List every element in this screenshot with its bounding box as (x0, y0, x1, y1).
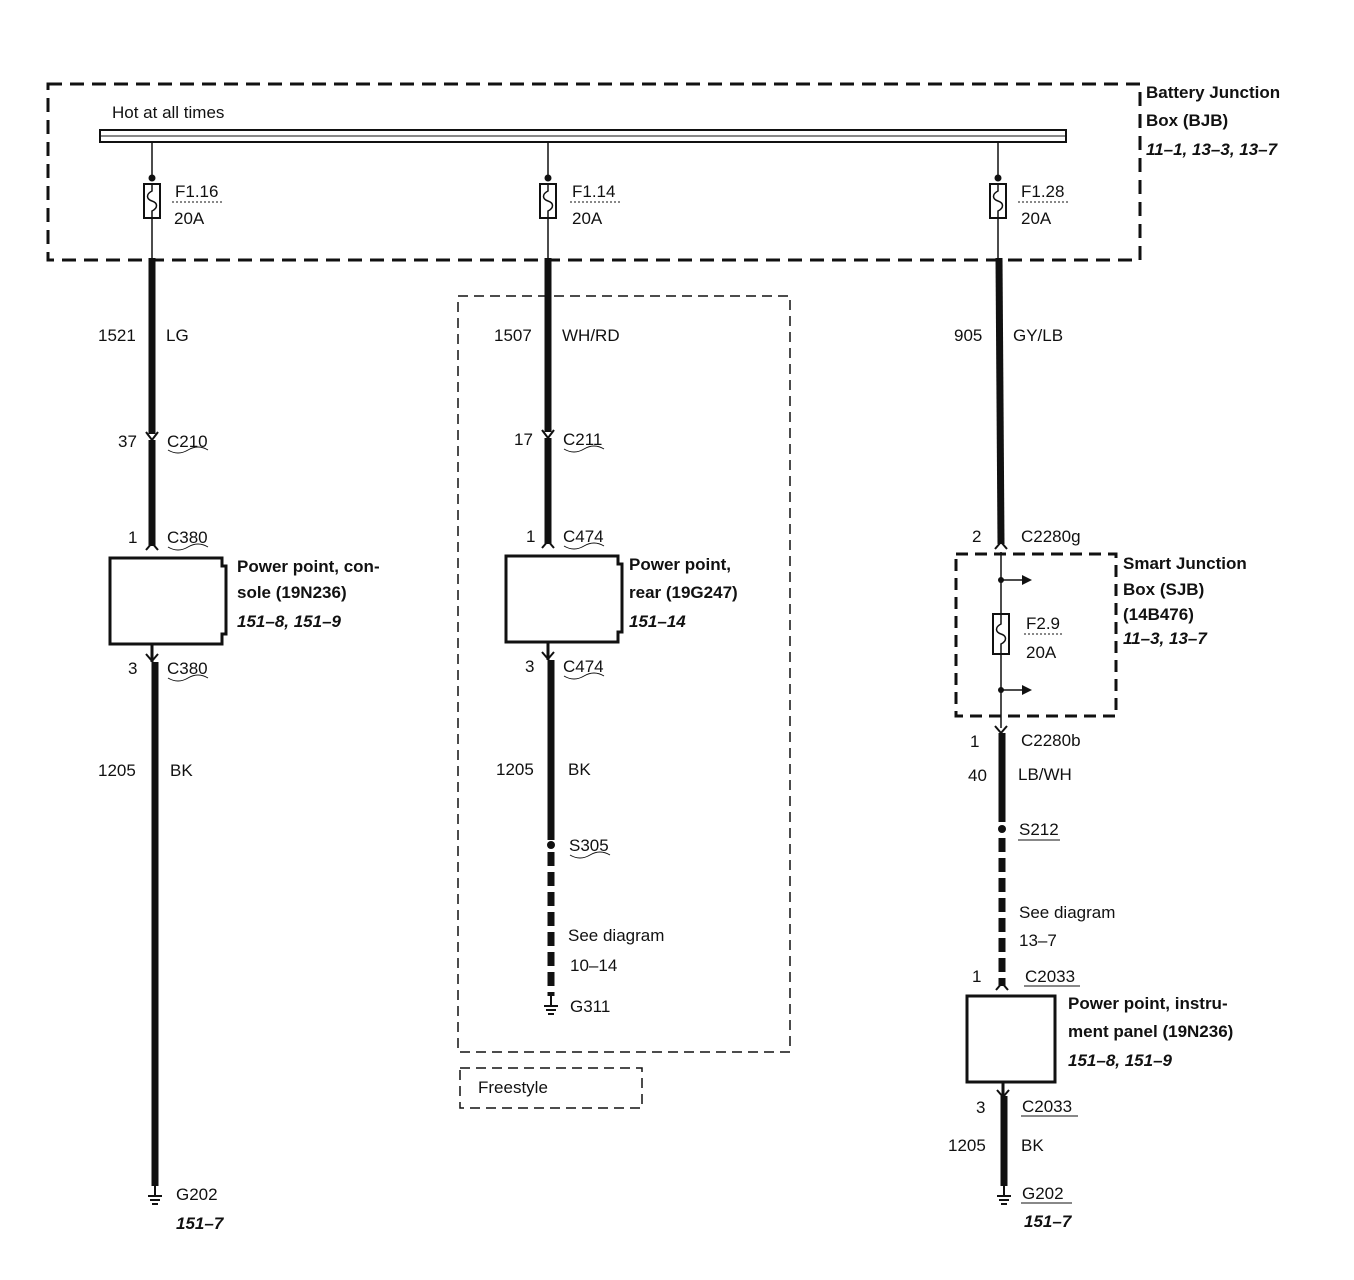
wire-number: 1205 (948, 1136, 986, 1155)
circuit-rear: Freestyle F1.14 20A 1507 WH/RD 17 C211 1… (457, 142, 791, 1109)
connector-pin: 3 (976, 1098, 985, 1117)
circuit-instrument: F1.28 20A 905 GY/LB 2 C2280g Smart Junct… (948, 142, 1247, 1231)
splice-id: S212 (1019, 820, 1059, 839)
connector-c2033-top-icon (995, 981, 1009, 991)
freestyle-label-box (459, 1067, 643, 1109)
wire-number: 40 (968, 766, 987, 785)
bjb-title-line1: Battery Junction (1146, 83, 1280, 102)
see-diagram-line2: 10–14 (570, 956, 617, 975)
sjb-branch-arrow-icon (1022, 685, 1032, 695)
fuse-id: F1.28 (1021, 182, 1064, 201)
connector-pin: 3 (128, 659, 137, 678)
device-refs: 151–8, 151–9 (1068, 1051, 1173, 1070)
sjb-branch-arrow-icon (1022, 575, 1032, 585)
sjb-title-line2: Box (SJB) (1123, 580, 1204, 599)
wire-number: 905 (954, 326, 982, 345)
connector-id: C474 (563, 527, 604, 546)
device-label-line1: Power point, (629, 555, 731, 574)
sjb-fuse-id: F2.9 (1026, 614, 1060, 633)
connector-pin: 3 (525, 657, 534, 676)
ground-id: G311 (570, 997, 610, 1016)
sjb-title-line3: (14B476) (1123, 605, 1194, 624)
connector-pin: 1 (972, 967, 981, 986)
ground-id: G202 (1022, 1184, 1064, 1203)
wire-number: 1205 (496, 760, 534, 779)
freestyle-label: Freestyle (478, 1078, 548, 1097)
wire-color: LB/WH (1018, 765, 1072, 784)
see-diagram-line1: See diagram (1019, 903, 1115, 922)
splice-id: S305 (569, 836, 609, 855)
connector-id: C380 (167, 659, 208, 678)
connector-id: C2280b (1021, 731, 1081, 750)
hot-at-all-times-label: Hot at all times (112, 103, 224, 122)
wire-color: BK (568, 760, 591, 779)
wire-number: 1521 (98, 326, 136, 345)
connector-id: C210 (167, 432, 208, 451)
device-label-line2: ment panel (19N236) (1068, 1022, 1233, 1041)
fuse-rating: 20A (174, 209, 205, 228)
ground-icon (997, 1186, 1011, 1205)
circuit-console: F1.16 20A 1521 LG 37 C210 1 C380 Power p… (98, 142, 380, 1233)
device-label-line1: Power point, con- (237, 557, 380, 576)
connector-pin: 1 (128, 528, 137, 547)
power-point-rear-device (504, 554, 624, 644)
device-refs: 151–8, 151–9 (237, 612, 342, 631)
fuse-rating: 20A (1021, 209, 1052, 228)
connector-c2280g-icon (994, 540, 1008, 550)
sjb-boundary (954, 552, 1118, 718)
connector-c380-top-icon (145, 541, 159, 551)
ground-ref: 151–7 (176, 1214, 225, 1233)
connector-pin: 1 (526, 527, 535, 546)
connector-pin: 1 (970, 732, 979, 751)
splice-s212-icon (998, 825, 1006, 833)
connector-id: C211 (563, 430, 602, 449)
ground-ref: 151–7 (1024, 1212, 1073, 1231)
ground-icon (148, 1186, 162, 1205)
device-label-line1: Power point, instru- (1068, 994, 1228, 1013)
wire-color: WH/RD (562, 326, 620, 345)
wire-number: 1507 (494, 326, 532, 345)
bjb-refs: 11–1, 13–3, 13–7 (1146, 140, 1279, 159)
wire-number: 1205 (98, 761, 136, 780)
wire-color: LG (166, 326, 189, 345)
ground-icon (544, 996, 558, 1015)
connector-id: C474 (563, 657, 604, 676)
bjb-title-line2: Box (BJB) (1146, 111, 1228, 130)
fuse-id: F1.16 (175, 182, 218, 201)
device-label-line2: sole (19N236) (237, 583, 347, 602)
connector-pin: 2 (972, 527, 981, 546)
see-diagram-line2: 13–7 (1019, 931, 1057, 950)
see-diagram-line1: See diagram (568, 926, 664, 945)
sjb-refs: 11–3, 13–7 (1123, 629, 1208, 648)
connector-pin: 37 (118, 432, 137, 451)
sjb-title-line1: Smart Junction (1123, 554, 1247, 573)
wire-color: BK (1021, 1136, 1044, 1155)
sjb-fuse-rating: 20A (1026, 643, 1057, 662)
power-point-instrument-device (965, 994, 1057, 1084)
wire-color: GY/LB (1013, 326, 1063, 345)
bjb-boundary (46, 82, 1142, 262)
device-refs: 151–14 (629, 612, 686, 631)
power-point-console-device (108, 556, 228, 646)
connector-id: C380 (167, 528, 208, 547)
ground-id: G202 (176, 1185, 218, 1204)
fuse-id: F1.14 (572, 182, 615, 201)
connector-pin: 17 (514, 430, 533, 449)
connector-c474-top-icon (541, 539, 555, 549)
connector-id: C2033 (1022, 1097, 1072, 1116)
fuse-rating: 20A (572, 209, 603, 228)
wire-color: BK (170, 761, 193, 780)
connector-id: C2033 (1025, 967, 1075, 986)
device-label-line2: rear (19G247) (629, 583, 738, 602)
freestyle-option-boundary (457, 295, 791, 1053)
connector-id: C2280g (1021, 527, 1081, 546)
splice-s305-icon (547, 841, 555, 849)
wire-905 (995, 257, 1005, 545)
